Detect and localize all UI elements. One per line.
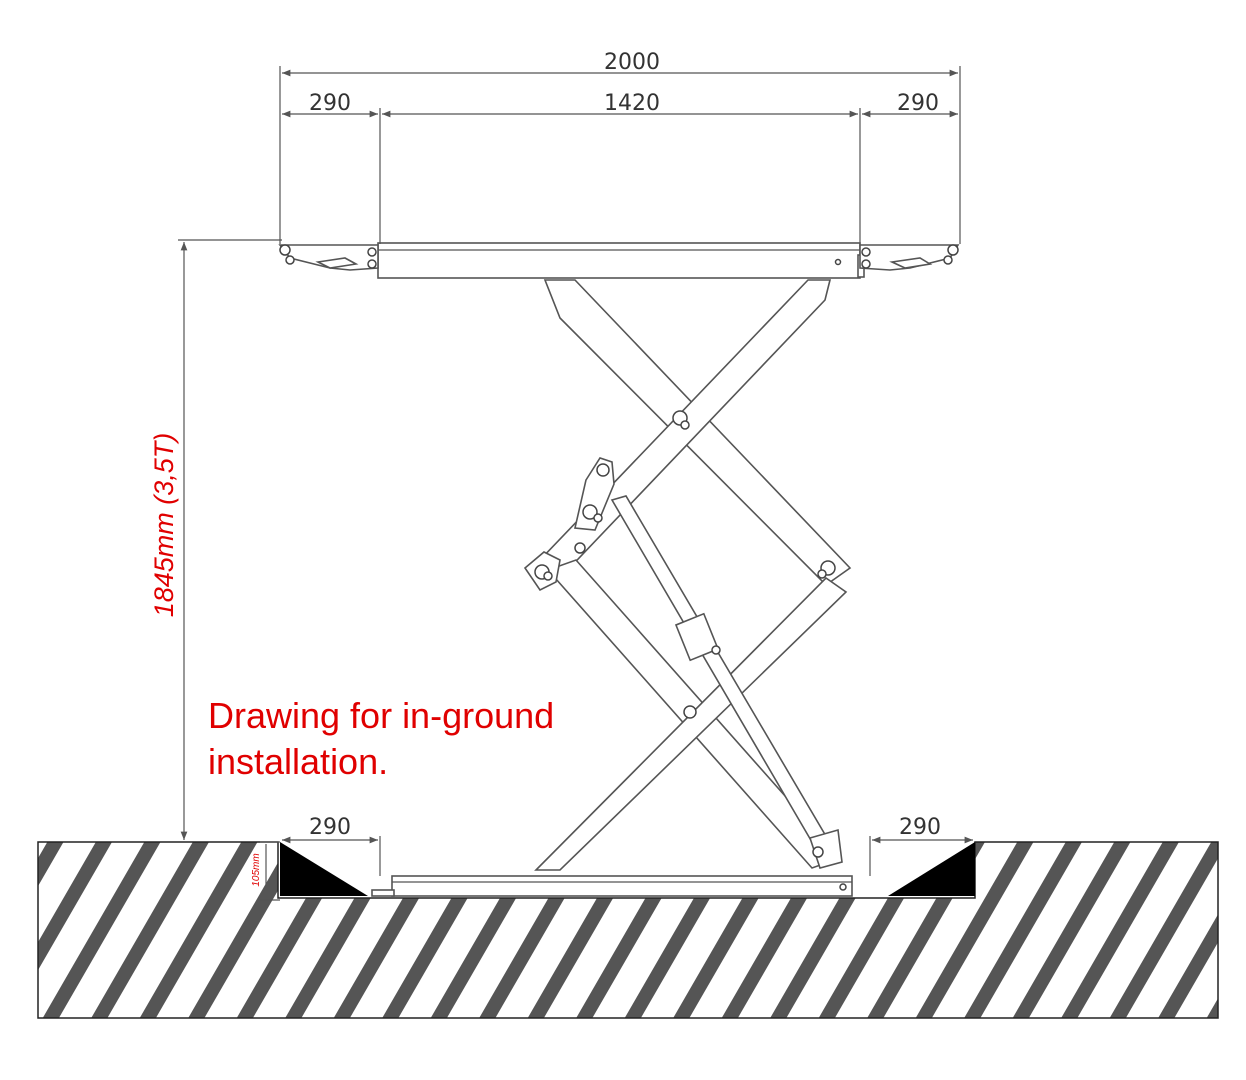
- dimension-290-bottom-left: 290: [282, 815, 381, 876]
- scissor-arms: [523, 279, 852, 871]
- dim-1420-label: 1420: [604, 91, 660, 116]
- dimension-1420: 1420: [382, 91, 858, 118]
- note-line-1: Drawing for in-ground: [208, 695, 554, 736]
- dimension-290-bottom-right: 290: [869, 815, 973, 876]
- pit-depth-label: 105mm: [251, 853, 262, 886]
- dim-2000-label: 2000: [604, 50, 660, 75]
- dim-290-bottom-right-label: 290: [899, 815, 941, 840]
- dim-290-top-right-label: 290: [897, 91, 939, 116]
- left-ramp: [280, 842, 368, 896]
- base-frame: [371, 875, 853, 897]
- top-platform: [278, 242, 960, 279]
- dimension-pit-depth: 105mm: [251, 841, 280, 901]
- dimension-290-top-left: 290: [282, 91, 378, 118]
- lift-height-label: 1845mm (3,5T): [149, 433, 179, 618]
- dim-290-bottom-left-label: 290: [309, 815, 351, 840]
- right-ramp: [888, 842, 975, 896]
- ground-hatch: [37, 841, 1219, 1019]
- dimension-2000: 2000: [282, 50, 958, 77]
- dimension-290-top-right: 290: [862, 91, 958, 118]
- extension-lines-top: [279, 66, 961, 244]
- dimension-height: 1845mm (3,5T): [149, 239, 282, 840]
- installation-note: Drawing for in-ground installation.: [208, 695, 554, 782]
- dim-290-top-left-label: 290: [309, 91, 351, 116]
- note-line-2: installation.: [208, 741, 388, 782]
